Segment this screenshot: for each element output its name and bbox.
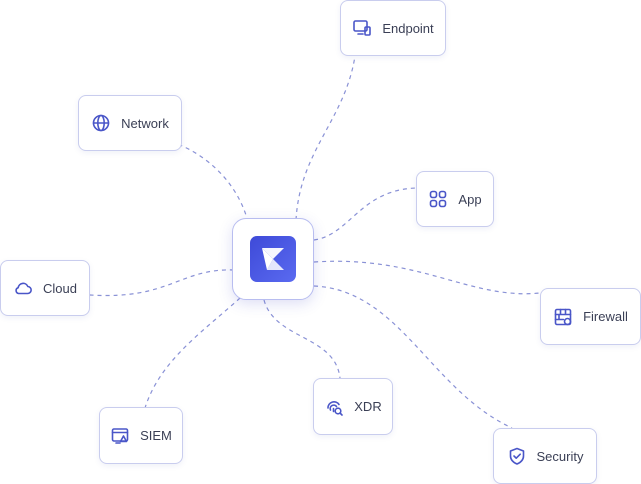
node-firewall[interactable]: Firewall — [540, 288, 641, 345]
brand-logo-icon — [250, 236, 296, 282]
link-firewall — [313, 260, 541, 295]
node-label: Network — [121, 115, 169, 131]
link-endpoint — [295, 55, 356, 221]
link-network — [179, 144, 249, 223]
node-cloud[interactable]: Cloud — [0, 260, 90, 316]
link-xdr — [263, 299, 341, 379]
node-label: App — [458, 191, 482, 207]
node-label: Security — [536, 448, 584, 464]
siem-alert-icon — [110, 426, 130, 446]
node-siem[interactable]: SIEM — [99, 407, 183, 464]
firewall-icon — [553, 307, 573, 327]
hub-node[interactable] — [232, 218, 314, 300]
node-endpoint[interactable]: Endpoint — [340, 0, 446, 56]
apps-grid-icon — [428, 189, 448, 209]
device-icon — [352, 18, 372, 38]
link-app — [313, 187, 417, 241]
shield-check-icon — [507, 446, 527, 466]
node-label: SIEM — [140, 428, 172, 443]
node-network[interactable]: Network — [78, 95, 182, 151]
node-security[interactable]: Security — [493, 428, 597, 484]
node-xdr[interactable]: XDR — [313, 378, 393, 435]
node-label: Cloud — [43, 280, 77, 296]
link-siem — [144, 297, 241, 409]
node-label: Firewall — [583, 309, 628, 324]
cloud-icon — [13, 278, 33, 298]
link-cloud — [89, 269, 235, 297]
node-label: Endpoint — [382, 20, 434, 36]
globe-icon — [91, 113, 111, 133]
node-label: XDR — [354, 399, 382, 414]
node-app[interactable]: App — [416, 171, 494, 227]
fingerprint-search-icon — [324, 397, 344, 417]
